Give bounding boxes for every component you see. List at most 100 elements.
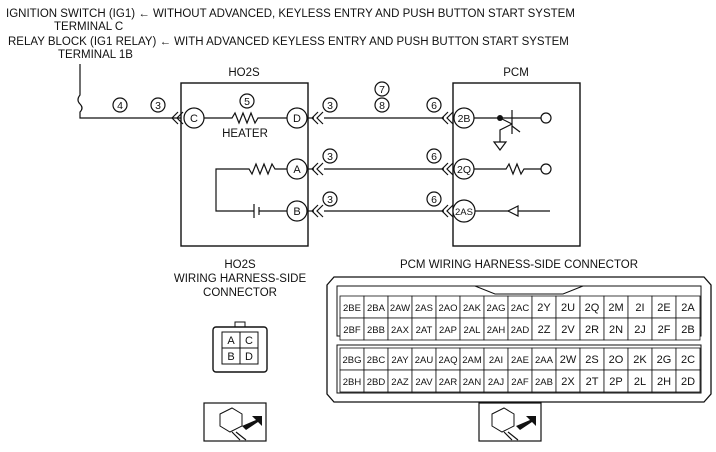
pcm-connector-pin-label: 2C bbox=[681, 354, 695, 366]
wire-code-6: 6 bbox=[431, 100, 437, 112]
heater-label: HEATER bbox=[222, 128, 268, 140]
pcm-connector-pin-label: 2AW bbox=[390, 303, 410, 314]
wire-code-circle bbox=[239, 93, 255, 109]
pcm-connector-pin-label: 2P bbox=[609, 376, 622, 388]
pcm-connector-illustration bbox=[478, 402, 542, 442]
wire-code-4: 4 bbox=[117, 100, 123, 112]
wire-code-3: 3 bbox=[327, 194, 333, 206]
wire-code-3: 3 bbox=[327, 151, 333, 163]
wire-code-circle bbox=[374, 81, 390, 97]
ho2s-pin-a bbox=[286, 158, 308, 180]
ho2s-connector-cell bbox=[239, 347, 259, 365]
wire-code-3: 3 bbox=[327, 100, 333, 112]
pcm-connector-pin-label: 2AU bbox=[415, 355, 434, 366]
wire-code-circle bbox=[322, 191, 338, 207]
pcm-connector-pin-label: 2N bbox=[609, 324, 623, 336]
pcm-pin-label: 2Q bbox=[457, 164, 471, 176]
pcm-connector-pin-label: 2BA bbox=[367, 303, 386, 314]
pcm-connector-pin-label: 2BB bbox=[367, 325, 385, 336]
pcm-connector-pin-label: 2AT bbox=[416, 325, 433, 336]
pcm-connector-pin-label: 2V bbox=[561, 324, 575, 336]
pcm-connector-pin-label: 2AA bbox=[535, 355, 554, 366]
wire-code-7: 7 bbox=[379, 84, 385, 96]
pcm-connector-pin-label: 2J bbox=[634, 324, 646, 336]
heater-resistor bbox=[203, 111, 287, 125]
pcm-connector-pin-label: 2W bbox=[560, 354, 577, 366]
ho2s-connector-label: A bbox=[227, 335, 235, 347]
ho2s-pin-b bbox=[286, 200, 308, 222]
pcm-connector-pin-label: 2AN bbox=[463, 377, 482, 388]
ground-symbol bbox=[492, 141, 508, 151]
pcm-connector-pin-label: 2AR bbox=[439, 377, 458, 388]
wire-code-3: 3 bbox=[155, 100, 161, 112]
pcm-connector-pin-label: 2T bbox=[586, 376, 599, 388]
pcm-connector-pin-label: 2Z bbox=[538, 324, 551, 336]
pcm-connector-pin-label: 2BD bbox=[367, 377, 386, 388]
pcm-connector-pin-label: 2H bbox=[657, 376, 671, 388]
pcm-connector-pin-label: 2AF bbox=[511, 377, 529, 388]
ho2s-connector-label: D bbox=[245, 351, 253, 363]
pcm-connector-pin-label: 2BC bbox=[367, 355, 386, 366]
pcm-resistor bbox=[474, 162, 541, 176]
pcm-connector-pin-label: 2Q bbox=[585, 302, 600, 314]
pcm-pin-label: 2AS bbox=[455, 207, 473, 218]
pcm-title: PCM bbox=[503, 67, 529, 79]
pcm-connector-pin-label: 2U bbox=[561, 302, 575, 314]
pcm-connector-pin-label: 2AE bbox=[511, 355, 529, 366]
pcm-connector-pin-label: 2BG bbox=[342, 355, 361, 366]
wire-code-5: 5 bbox=[244, 96, 250, 108]
transistor-emitter bbox=[511, 125, 521, 133]
ho2s-connector-title: HO2S bbox=[224, 259, 256, 271]
pcm-connector-pin-label: 2AP bbox=[439, 325, 457, 336]
ho2s-pin-c bbox=[183, 107, 205, 129]
power-feed-wire bbox=[77, 64, 184, 119]
pcm-connector-pin-label: 2AQ bbox=[438, 355, 457, 366]
wire-code-6: 6 bbox=[431, 151, 437, 163]
header-line-ignition: IGNITION SWITCH (IG1) ← WITHOUT ADVANCED… bbox=[6, 8, 575, 20]
wire-code-circle bbox=[150, 97, 166, 113]
header-line-terminal-c: TERMINAL C bbox=[54, 21, 123, 33]
pcm-connector-pin-label: 2AC bbox=[511, 303, 530, 314]
pcm-connector-pin-label: 2Y bbox=[537, 302, 551, 314]
pcm-connector-pin-label: 2AH bbox=[487, 325, 506, 336]
header-line-terminal-1b: TERMINAL 1B bbox=[58, 49, 133, 61]
pcm-terminal bbox=[540, 163, 552, 175]
ho2s-pin-label: B bbox=[293, 206, 300, 218]
wire-code-circle bbox=[374, 97, 390, 113]
pcm-connector-pin-label: 2BF bbox=[343, 325, 361, 336]
wire-code-circle bbox=[322, 97, 338, 113]
pcm-connector-pin-label: 2AK bbox=[463, 303, 482, 314]
pcm-connector-pin-label: 2S bbox=[585, 354, 598, 366]
pcm-input-arrow bbox=[506, 205, 519, 217]
pcm-connector-pin-label: 2AM bbox=[462, 355, 482, 366]
pcm-connector-lower-block bbox=[336, 344, 702, 394]
pcm-terminal bbox=[540, 112, 552, 124]
pcm-connector-pin-label: 2AB bbox=[535, 377, 553, 388]
ho2s-pin-label: A bbox=[293, 164, 301, 176]
pcm-connector-pin-label: 2E bbox=[657, 302, 670, 314]
pcm-connector-pin-label: 2I bbox=[635, 302, 644, 314]
pcm-connector-pin-label: 2AX bbox=[391, 325, 410, 336]
ho2s-connector-subtitle: WIRING HARNESS-SIDE bbox=[174, 273, 307, 285]
pcm-connector-title: PCM WIRING HARNESS-SIDE CONNECTOR bbox=[400, 259, 638, 271]
pcm-connector-pin-label: 2AD bbox=[511, 325, 530, 336]
pcm-connector-pin-label: 2X bbox=[561, 376, 575, 388]
ho2s-connector-label: C bbox=[245, 335, 253, 347]
pcm-connector-pin-label: 2BH bbox=[343, 377, 362, 388]
ho2s-connector-subtitle: CONNECTOR bbox=[203, 287, 277, 299]
pcm-connector-pin-label: 2F bbox=[658, 324, 671, 336]
wire-code-6: 6 bbox=[431, 194, 437, 206]
pcm-connector-pin-label: 2BE bbox=[343, 303, 361, 314]
pcm-connector-pin-label: 2AJ bbox=[488, 377, 505, 388]
ho2s-box bbox=[180, 82, 309, 247]
pcm-connector-pin-label: 2A bbox=[681, 302, 695, 314]
header-line-relay: RELAY BLOCK (IG1 RELAY) ← WITH ADVANCED … bbox=[8, 36, 569, 48]
ho2s-connector-illustration bbox=[203, 402, 267, 442]
pcm-connector-pin-label: 2G bbox=[657, 354, 672, 366]
pcm-connector-pin-label: 2AZ bbox=[391, 377, 409, 388]
pcm-connector-pin-label: 2L bbox=[634, 376, 646, 388]
sensor-element-wire bbox=[215, 162, 287, 212]
wire-code-circle bbox=[112, 97, 128, 113]
